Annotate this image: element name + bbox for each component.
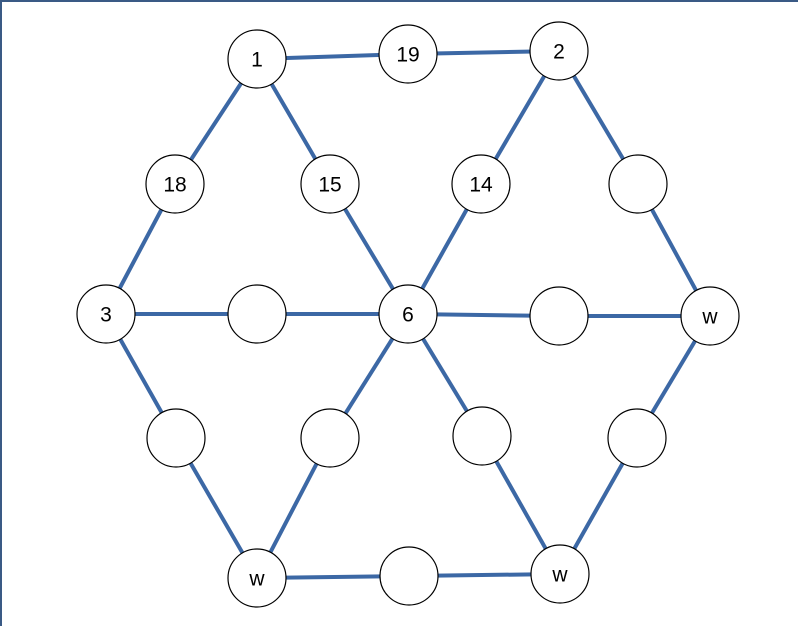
node-bottom-left-corner: w [227,548,287,608]
node-upper-left-spoke: 15 [300,154,360,214]
node-label: 19 [396,44,419,67]
node-circle [227,284,287,344]
node-circle [145,154,205,214]
node-circle [607,408,667,468]
node-circle [529,21,589,81]
node-circle [608,154,668,214]
node-upper-left-edge: 18 [145,154,205,214]
node-label: 1 [251,49,263,72]
node-circle [379,546,439,606]
node-lower-left-edge [146,408,206,468]
node-circle [146,408,206,468]
node-lower-right-edge [607,408,667,468]
node-lower-right-spoke [452,406,512,466]
node-circle [452,406,512,466]
node-label: w [551,564,568,587]
node-top-mid: 19 [378,24,438,84]
node-circle [378,24,438,84]
node-left-corner: 3 [76,284,136,344]
node-label: 18 [163,174,186,197]
node-label: 6 [402,304,414,327]
node-circle [300,408,360,468]
node-left-spoke [227,284,287,344]
node-circle [227,29,287,89]
node-upper-right-edge [608,154,668,214]
node-top-right-corner: 2 [529,21,589,81]
node-right-spoke [529,286,589,346]
node-right-corner: w [680,286,740,346]
node-circle [300,154,360,214]
node-top-left-corner: 1 [227,29,287,89]
node-bottom-right-corner: w [530,544,590,604]
node-label: w [248,568,265,591]
node-circle [680,286,740,346]
node-circle [76,284,136,344]
node-upper-right-spoke: 14 [451,154,511,214]
node-label: 15 [318,174,341,197]
node-circle [529,286,589,346]
node-label: 14 [469,174,493,197]
node-label: 2 [553,41,565,64]
node-label: w [701,306,718,329]
node-circle [227,548,287,608]
node-circle [530,544,590,604]
node-circle [378,284,438,344]
node-bottom-mid [379,546,439,606]
node-center: 6 [378,284,438,344]
node-label: 3 [100,304,112,327]
node-circle [451,154,511,214]
node-lower-left-spoke [300,408,360,468]
nodes-layer: 1 19 2 18 15 14 3 6 w w w [76,21,740,608]
